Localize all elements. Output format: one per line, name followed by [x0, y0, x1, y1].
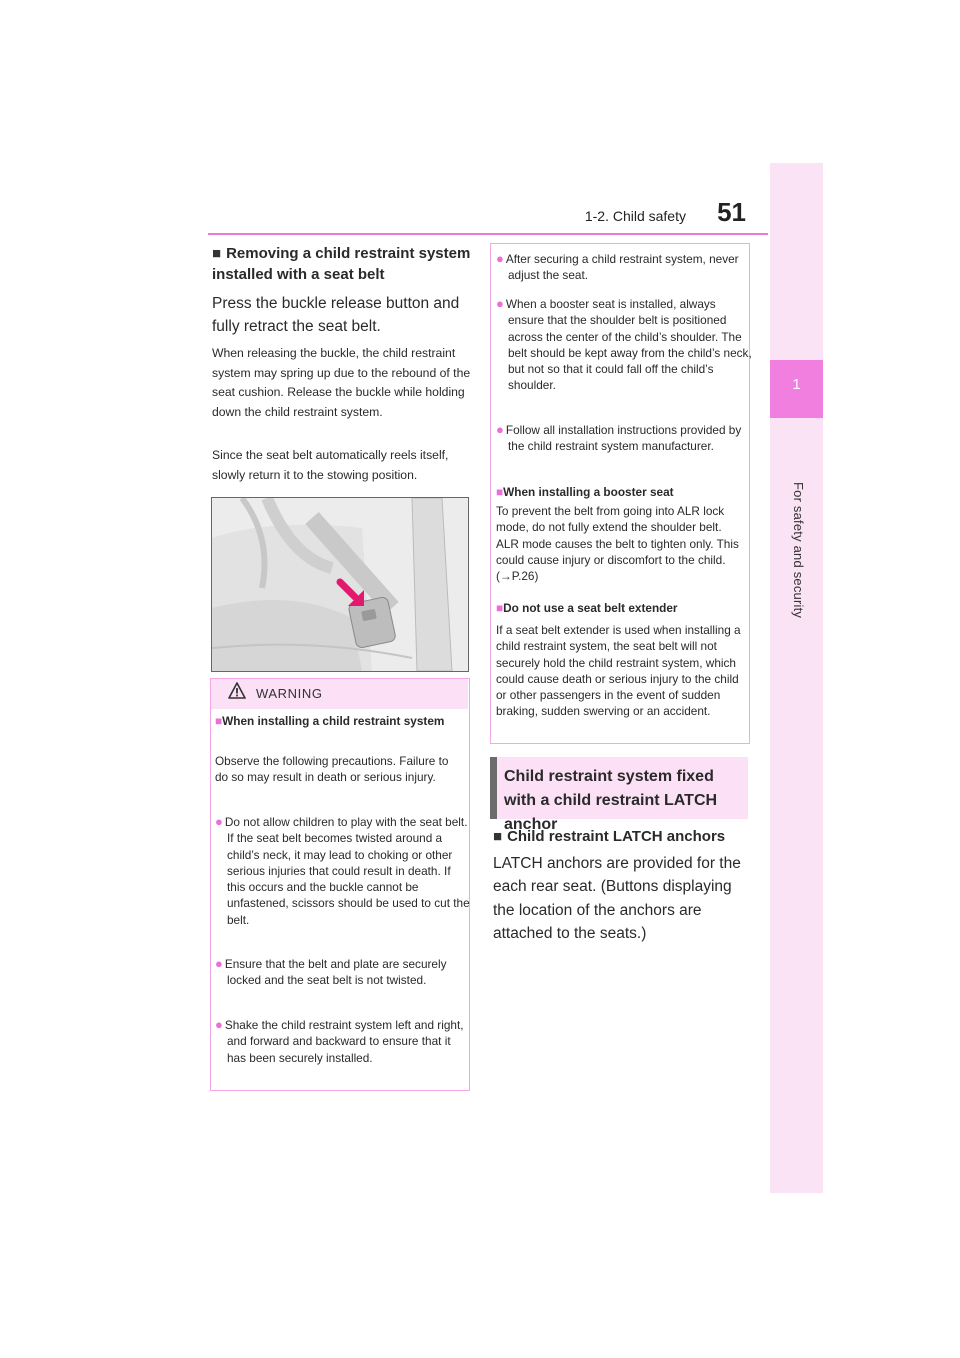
chapter-label: For safety and security	[791, 482, 806, 619]
section-heading: Child restraint system fixed with a chil…	[504, 768, 718, 833]
warning-bullet: ●Do not allow children to play with the …	[215, 814, 470, 927]
bullet-dot-icon: ●	[496, 251, 504, 266]
section-header-bar	[490, 757, 497, 819]
bullet-dot-icon: ●	[496, 296, 504, 311]
bullet-dot-icon: ●	[215, 814, 223, 829]
warning-header	[211, 679, 468, 709]
chapter-number: 1	[792, 376, 801, 393]
warning-bullet: ●Shake the child restraint system left a…	[215, 1017, 464, 1065]
subsection-heading: ■Removing a child restraint system insta…	[212, 245, 471, 283]
square-bullet-icon: ■	[496, 485, 504, 499]
square-bullet-icon: ■	[496, 601, 504, 615]
push-arrow-icon	[336, 578, 364, 606]
page-number: 51	[717, 197, 746, 227]
warning-text: To prevent the belt from going into ALR …	[496, 504, 739, 584]
warning-subheading: ■When installing a child restraint syste…	[215, 714, 445, 728]
side-band	[770, 163, 823, 1193]
square-bullet-icon: ■	[493, 828, 503, 845]
square-bullet-icon: ■	[212, 245, 222, 262]
section-header-box	[490, 757, 748, 819]
instruction-step: Press the buckle release button and full…	[212, 295, 460, 335]
warning-text: If a seat belt extender is used when ins…	[496, 623, 741, 719]
warning-bullet: ●Follow all installation instructions pr…	[496, 422, 742, 454]
warning-box-continued	[490, 243, 750, 744]
chapter-tab[interactable]	[770, 360, 823, 418]
warning-triangle-icon	[228, 682, 246, 704]
warning-box	[210, 678, 470, 1091]
warning-bullet: ●Ensure that the belt and plate are secu…	[215, 956, 447, 988]
warning-subheading: ■When installing a booster seat	[496, 485, 674, 499]
warning-bullet: ●When a booster seat is installed, alway…	[496, 296, 752, 393]
note-paragraph: When releasing the buckle, the child res…	[212, 346, 471, 419]
header-rule	[208, 233, 768, 235]
bullet-dot-icon: ●	[215, 1017, 223, 1032]
body-paragraph: LATCH anchors are provided for the each …	[493, 855, 741, 942]
note-paragraph: Since the seat belt automatically reels …	[212, 448, 449, 482]
seat-buckle-image	[211, 495, 468, 672]
bullet-dot-icon: ●	[215, 956, 223, 971]
seat-belt-illustration	[211, 495, 469, 672]
bullet-dot-icon: ●	[496, 422, 504, 437]
warning-subheading: ■Do not use a seat belt extender	[496, 601, 678, 615]
square-bullet-icon: ■	[215, 714, 223, 728]
section-title: 1-2. Child safety	[584, 208, 686, 224]
warning-intro: Observe the following precautions. Failu…	[215, 754, 449, 785]
subsection-heading: ■Child restraint LATCH anchors	[493, 828, 726, 845]
warning-bullet: ●After securing a child restraint system…	[496, 251, 739, 283]
warning-title: WARNING	[256, 686, 323, 701]
